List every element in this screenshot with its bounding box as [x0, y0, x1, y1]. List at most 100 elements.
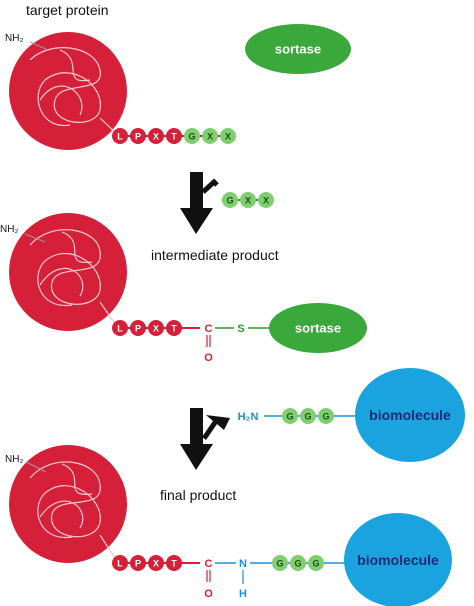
nh2-pointer [29, 41, 49, 51]
bead-label: L [117, 559, 123, 569]
released-gxx: G X X [222, 192, 274, 208]
bead-g [308, 555, 324, 571]
bead-g [282, 408, 298, 424]
bead-label: T [171, 559, 177, 569]
bead-t [166, 320, 182, 336]
final-ggg: G G G [272, 555, 350, 571]
sortase-label-2: sortase [295, 321, 341, 336]
biomolecule-shape [344, 513, 452, 606]
target-protein-3 [9, 445, 127, 564]
nh2-label-3: NH₂ [5, 454, 23, 465]
carbon-atom: C [205, 323, 213, 335]
reaction-arrow-1 [180, 172, 219, 234]
bead-g [272, 555, 288, 571]
sortase-enzyme-1 [245, 24, 351, 74]
incoming-arrow [202, 415, 230, 440]
down-arrow [180, 172, 213, 234]
biomolecule-label-1: biomolecule [369, 407, 451, 423]
sortase-shape [245, 24, 351, 74]
bead-x [148, 555, 164, 571]
bead-label: G [312, 559, 319, 569]
bead-label: X [207, 132, 213, 142]
bead-label: L [117, 132, 123, 142]
bead-x [240, 192, 256, 208]
release-hook [201, 178, 219, 194]
bead-label: G [304, 412, 311, 422]
bead-x [148, 128, 164, 144]
bead-label: P [135, 132, 141, 142]
bead-label: T [171, 132, 177, 142]
label-intermediate-product: intermediate product [151, 247, 279, 263]
bead-label: T [171, 324, 177, 334]
bead-label: X [245, 196, 251, 206]
down-arrow [180, 408, 213, 470]
lpxt-chain-1: L P X T G X X [112, 128, 236, 144]
target-protein-1 [9, 32, 127, 150]
bead-label: G [226, 196, 233, 206]
sulfur-atom: S [237, 323, 244, 335]
lpxt-chain-2: L P X T [112, 320, 200, 336]
bead-p [130, 555, 146, 571]
reaction-arrow-2 [180, 408, 230, 470]
biomolecule-2 [344, 513, 452, 606]
bead-g [300, 408, 316, 424]
bead-label: P [135, 559, 141, 569]
bead-l [112, 320, 128, 336]
bead-label: G [188, 132, 195, 142]
bead-l [112, 555, 128, 571]
protein-globule [9, 32, 127, 150]
bead-label: X [263, 196, 269, 206]
nh2-label-1: NH₂ [5, 33, 23, 44]
nh2-pointer [24, 233, 46, 243]
bead-label: X [153, 324, 159, 334]
bead-t [166, 128, 182, 144]
nitrogen-atom: N [239, 558, 247, 570]
incoming-ggg: G G G [264, 408, 365, 424]
bead-label: X [153, 132, 159, 142]
bead-label: X [225, 132, 231, 142]
oxygen-atom: O [204, 352, 213, 364]
sortase-shape [269, 303, 367, 353]
h2n-label: H₂N [238, 411, 259, 423]
lpxt-chain-3: L P X T [112, 555, 200, 571]
bead-label: G [294, 559, 301, 569]
bead-g [184, 128, 200, 144]
bead-g [290, 555, 306, 571]
bead-p [130, 320, 146, 336]
bead-label: G [286, 412, 293, 422]
protein-coil [29, 47, 102, 126]
bead-p [130, 128, 146, 144]
sortase-enzyme-2 [269, 303, 367, 353]
bead-l [112, 128, 128, 144]
nh2-pointer [25, 461, 47, 473]
bead-label: P [135, 324, 141, 334]
bead-x [148, 320, 164, 336]
label-final-product: final product [160, 487, 236, 503]
protein-coil [29, 461, 101, 539]
biomolecule-label-2: biomolecule [357, 552, 439, 568]
sortase-label-1: sortase [275, 42, 321, 57]
label-target-protein: target protein [26, 2, 109, 18]
bead-x [220, 128, 236, 144]
biomolecule-1 [355, 368, 465, 462]
bead-t [166, 555, 182, 571]
bead-g [318, 408, 334, 424]
amide-linkage [206, 562, 276, 584]
bead-label: G [276, 559, 283, 569]
carbon-atom: C [205, 558, 213, 570]
bead-x [258, 192, 274, 208]
oxygen-atom: O [204, 588, 213, 600]
bead-label: X [153, 559, 159, 569]
bead-x [202, 128, 218, 144]
target-protein-2 [9, 213, 127, 331]
biomolecule-shape [355, 368, 465, 462]
bead-g [222, 192, 238, 208]
nh2-label-2: NH₂ [0, 224, 18, 235]
bead-label: L [117, 324, 123, 334]
bead-label: G [322, 412, 329, 422]
hydrogen-atom: H [239, 588, 247, 600]
protein-coil [29, 229, 101, 307]
thioester-linkage [206, 327, 270, 347]
